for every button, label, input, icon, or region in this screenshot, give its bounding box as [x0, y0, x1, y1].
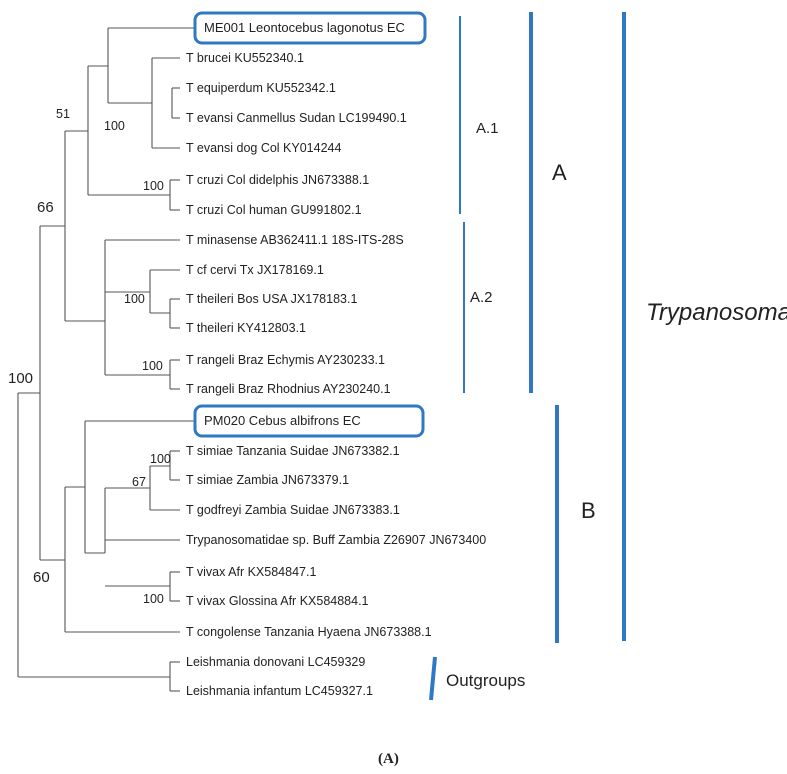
clade-bars — [429, 12, 626, 701]
support-value-s60: 60 — [33, 569, 50, 586]
leaf-label-buff: Trypanosomatidae sp. Buff Zambia Z26907 … — [186, 533, 486, 547]
leaf-label-congolense: T congolense Tanzania Hyaena JN673388.1 — [186, 625, 432, 639]
leaf-label-cruzi-hum: T cruzi Col human GU991802.1 — [186, 203, 362, 217]
leaf-label-cervi: T cf cervi Tx JX178169.1 — [186, 263, 324, 277]
leaf-label-brucei: T brucei KU552340.1 — [186, 51, 304, 65]
highlight-box-me001 — [193, 11, 427, 45]
tree-branches — [17, 27, 195, 692]
leaf-label-vivax-glo: T vivax Glossina Afr KX584884.1 — [186, 594, 369, 608]
leaf-label-linfantum: Leishmania infantum LC459327.1 — [186, 684, 373, 698]
highlight-boxes — [193, 11, 427, 438]
leaf-label-me001: ME001 Leontocebus lagonotus EC — [204, 20, 405, 35]
leaf-labels: ME001 Leontocebus lagonotus EC T brucei K… — [186, 20, 486, 698]
clade-label-a1: A.1 — [476, 120, 499, 137]
clade-label-a2: A.2 — [470, 289, 493, 306]
leaf-label-theileri-ky: T theileri KY412803.1 — [186, 321, 306, 335]
support-value-s100-theileri: 100 — [124, 292, 145, 306]
genus-label-trypanosoma: Trypanosoma — [646, 299, 787, 326]
leaf-label-rangeli-rho: T rangeli Braz Rhodnius AY230240.1 — [186, 382, 391, 396]
leaf-label-evansi-dog: T evansi dog Col KY014244 — [186, 141, 341, 155]
leaf-label-godfreyi: T godfreyi Zambia Suidae JN673383.1 — [186, 503, 400, 517]
leaf-label-minasense: T minasense AB362411.1 18S-ITS-28S — [186, 233, 404, 247]
highlight-box-pm020 — [193, 404, 425, 438]
clade-label-b: B — [581, 498, 596, 523]
leaf-label-simiae-tz: T simiae Tanzania Suidae JN673382.1 — [186, 444, 400, 458]
support-value-s51: 51 — [56, 107, 70, 121]
support-value-s100-root: 100 — [8, 370, 33, 387]
support-value-s66: 66 — [37, 199, 54, 216]
leaf-label-rangeli-ech: T rangeli Braz Echymis AY230233.1 — [186, 353, 385, 367]
leaf-label-vivax-afr: T vivax Afr KX584847.1 — [186, 565, 316, 579]
clade-label-a: A — [552, 160, 567, 185]
leaf-label-pm020: PM020 Cebus albifrons EC — [204, 413, 361, 428]
leaf-label-equiperdum: T equiperdum KU552342.1 — [186, 81, 336, 95]
support-value-s100-brucei: 100 — [104, 119, 125, 133]
support-value-s100-cruzi: 100 — [143, 179, 164, 193]
leaf-label-theileri-bos: T theileri Bos USA JX178183.1 — [186, 292, 357, 306]
support-value-s100-vivax: 100 — [143, 592, 164, 606]
support-values: 51 100 100 66 100 100 100 100 67 100 60 — [8, 107, 171, 606]
leaf-label-evansi-cam: T evansi Canmellus Sudan LC199490.1 — [186, 111, 407, 125]
leaf-label-cruzi-did: T cruzi Col didelphis JN673388.1 — [186, 173, 369, 187]
support-value-s100-simiae: 100 — [150, 452, 171, 466]
leaf-label-ldonovani: Leishmania donovani LC459329 — [186, 655, 365, 669]
support-value-s100-rangeli: 100 — [142, 359, 163, 373]
clade-bar-outgroups — [429, 656, 437, 701]
support-value-s67: 67 — [132, 475, 146, 489]
leaf-label-simiae-zm: T simiae Zambia JN673379.1 — [186, 473, 349, 487]
panel-label: (A) — [378, 751, 399, 767]
outgroups-label: Outgroups — [446, 671, 525, 690]
